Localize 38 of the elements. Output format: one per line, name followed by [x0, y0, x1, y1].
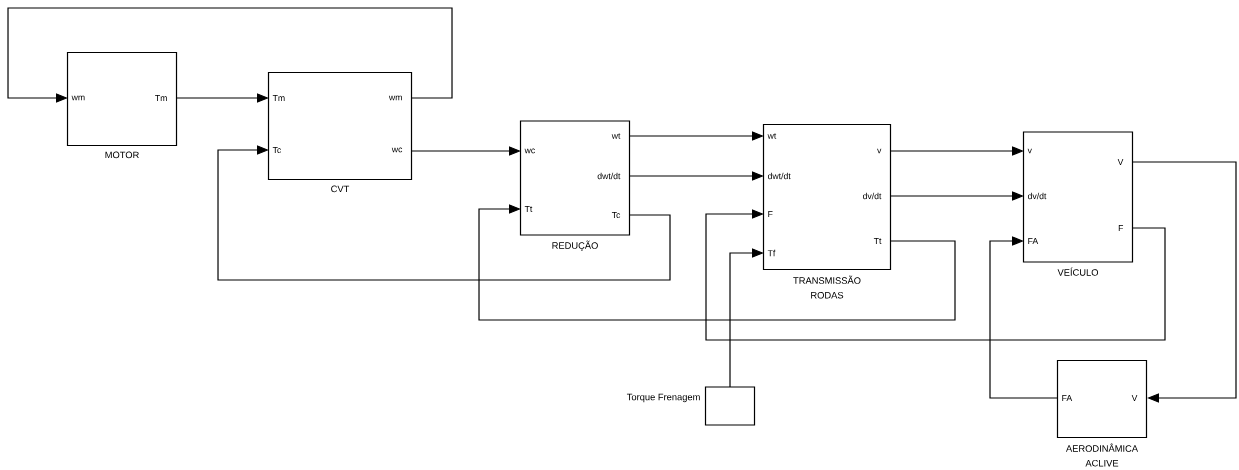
- block-label: AERODINÂMICA ACLIVE: [1066, 443, 1138, 467]
- port-label: V: [1131, 395, 1138, 401]
- port-label: FA: [1028, 238, 1039, 244]
- port-label: wt: [611, 133, 621, 139]
- arrow: [989, 236, 1059, 399]
- port-label: wt: [767, 133, 777, 139]
- block-label: REDUÇÃO: [552, 240, 598, 251]
- port-label: wc: [391, 147, 403, 153]
- port-label: FA: [1062, 395, 1073, 401]
- port-label: v: [1027, 148, 1032, 154]
- port-label: F: [1118, 225, 1124, 231]
- port-label: wm: [388, 95, 402, 101]
- block-label: VEÍCULO: [1057, 267, 1099, 276]
- port-label: dv/dt: [862, 192, 882, 200]
- port-label: dv/dt: [1027, 192, 1047, 200]
- block-label: TRANSMISSÃO RODAS: [793, 275, 861, 299]
- arrow: [217, 145, 671, 281]
- port-label: Tm: [155, 95, 167, 101]
- port-label: wm: [71, 95, 85, 101]
- port-label: v: [877, 148, 882, 154]
- arrow: [1132, 161, 1237, 403]
- port-label: dwt/dt: [767, 172, 791, 180]
- port-label: Tm: [272, 95, 285, 101]
- block-label: CVT: [331, 185, 350, 193]
- block-label: Torque Frenagem: [626, 393, 700, 403]
- port-label: Tc: [272, 146, 282, 153]
- block-label: MOTOR: [105, 151, 139, 159]
- port-label: F: [768, 211, 773, 217]
- arrow: [478, 204, 956, 321]
- port-label: wc: [524, 148, 535, 154]
- port-label: V: [1117, 159, 1124, 165]
- port-label: Tc: [611, 211, 621, 218]
- port-label: Tt: [524, 206, 533, 212]
- arrow: [7, 7, 453, 103]
- port-label: Tf: [767, 249, 776, 257]
- port-label: Tt: [873, 238, 882, 244]
- arrow: [705, 209, 1166, 341]
- port-label: dwt/dt: [597, 172, 621, 180]
